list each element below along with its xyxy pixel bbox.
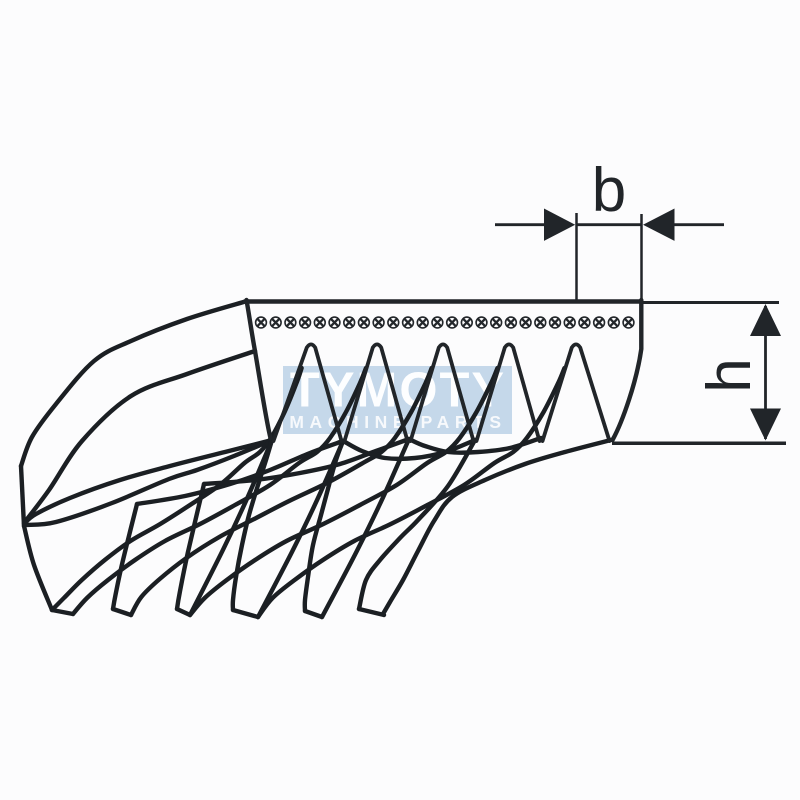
svg-text:h: h — [695, 358, 764, 392]
svg-text:b: b — [592, 156, 626, 225]
